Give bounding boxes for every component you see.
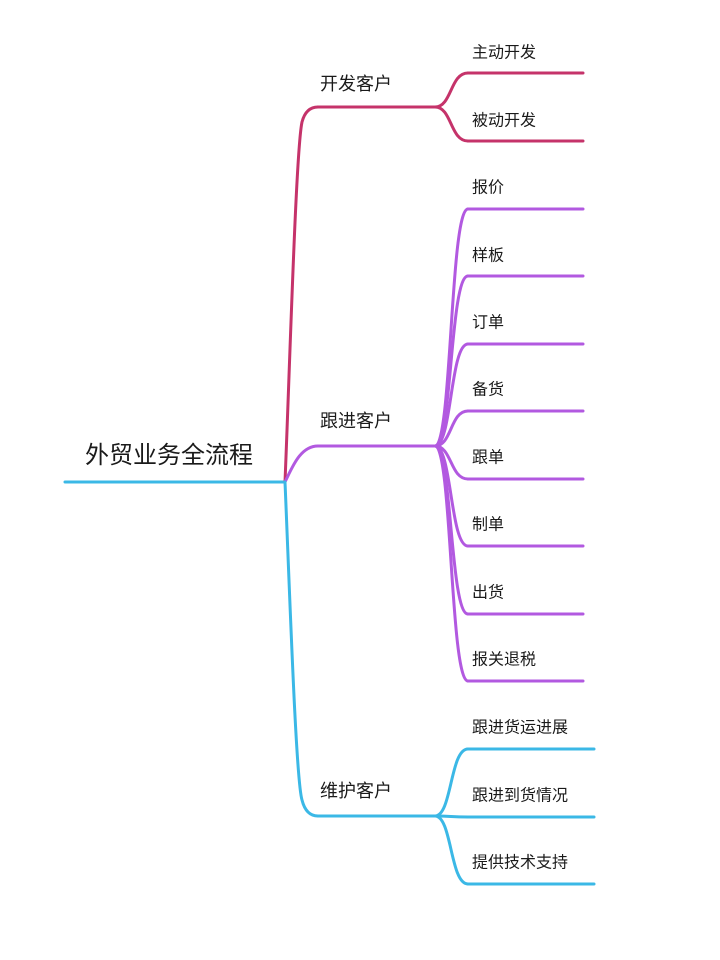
leaf-connector — [433, 814, 470, 886]
leaf-label: 被动开发 — [472, 111, 536, 130]
leaf-label: 样板 — [472, 246, 504, 265]
leaf-label: 备货 — [472, 380, 504, 399]
leaf-connector — [433, 105, 470, 143]
branch-label-maintain: 维护客户 — [320, 781, 392, 802]
edges-layer — [63, 71, 596, 886]
branch-connector — [283, 444, 320, 484]
leaf-label: 报价 — [472, 178, 504, 197]
leaf-label: 跟单 — [472, 448, 504, 467]
leaf-label: 出货 — [472, 583, 504, 602]
leaf-label: 报关退税 — [472, 650, 536, 669]
leaf-label: 订单 — [472, 313, 504, 332]
leaf-connector — [433, 747, 470, 818]
branch-label-develop: 开发客户 — [320, 74, 392, 95]
leaf-label: 跟进到货情况 — [472, 786, 568, 805]
branch-label-follow: 跟进客户 — [320, 411, 392, 432]
leaf-label: 制单 — [472, 515, 504, 534]
leaf-label: 跟进货运进展 — [472, 718, 568, 737]
leaf-label: 主动开发 — [472, 43, 536, 62]
leaf-connector — [433, 71, 470, 109]
leaf-connector — [433, 342, 470, 448]
leaf-connector — [433, 444, 470, 683]
leaf-label: 提供技术支持 — [472, 853, 568, 872]
branch-connector — [283, 480, 320, 818]
leaf-connector — [433, 409, 470, 448]
branch-connector — [283, 105, 320, 484]
root-label: 外贸业务全流程 — [85, 441, 253, 469]
